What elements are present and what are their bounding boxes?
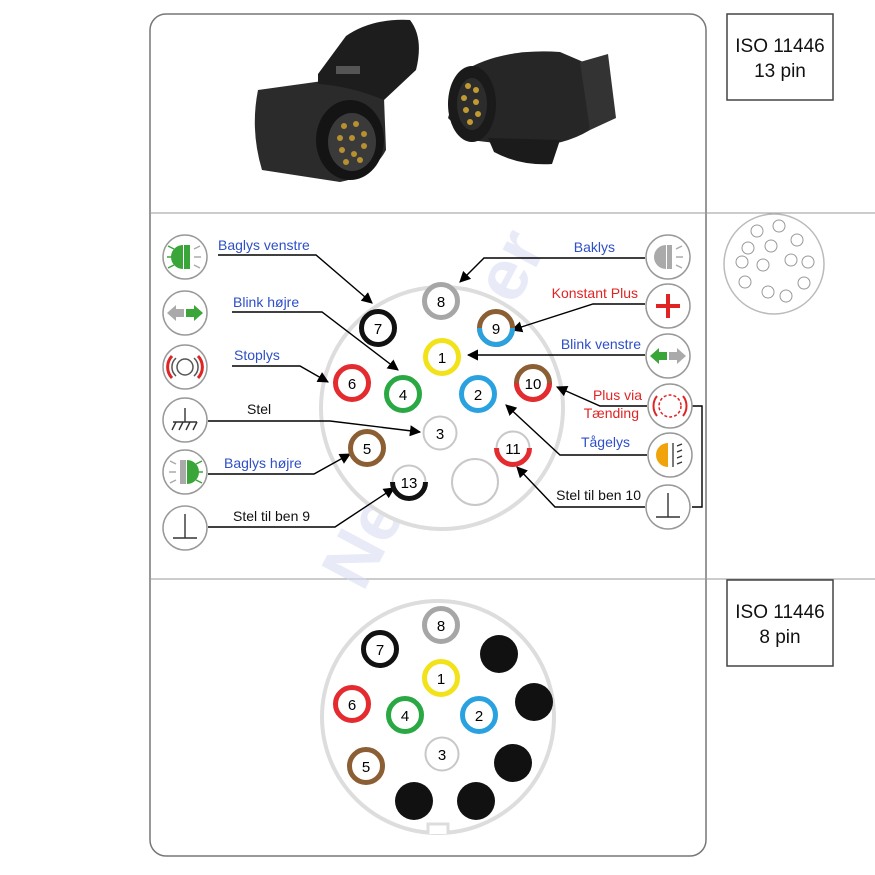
fog-light-icon bbox=[647, 432, 693, 478]
pin8-3-number: 3 bbox=[438, 747, 446, 764]
pin-9: 9 bbox=[477, 309, 515, 347]
label-stel-ben10: Stel til ben 10 bbox=[556, 487, 641, 503]
pin8-7-number: 7 bbox=[376, 642, 384, 659]
pin8-1: 1 bbox=[422, 659, 460, 697]
turn-signal-right-icon bbox=[162, 290, 208, 336]
pin-4-number: 4 bbox=[399, 387, 407, 404]
ignition-icon bbox=[647, 383, 693, 429]
pin-5-number: 5 bbox=[363, 441, 371, 458]
pin-10-number: 10 bbox=[525, 376, 542, 393]
label-stel: Stel bbox=[247, 401, 271, 417]
iso-8pin-line1: ISO 11446 bbox=[735, 602, 824, 623]
pin8-3: 3 bbox=[424, 736, 460, 772]
pin-4: 4 bbox=[384, 375, 422, 413]
pin-3: 3 bbox=[422, 415, 458, 451]
label-stel-ben9: Stel til ben 9 bbox=[233, 508, 310, 524]
brake-light-icon bbox=[162, 344, 208, 390]
pin-5: 5 bbox=[348, 429, 386, 467]
pin-8: 8 bbox=[422, 282, 460, 320]
tail-light-left-icon bbox=[162, 234, 208, 280]
iso-13pin-line1: ISO 11446 bbox=[735, 36, 824, 57]
pin-11-number: 11 bbox=[505, 441, 521, 458]
pin-2-number: 2 bbox=[474, 387, 482, 404]
pin8-7: 7 bbox=[361, 630, 399, 668]
socket-photo bbox=[254, 19, 419, 182]
iso-13pin-line2: 13 pin bbox=[754, 61, 806, 82]
pin-11: 11 bbox=[494, 430, 532, 467]
label-baglys-venstre: Baglys venstre bbox=[218, 237, 310, 253]
label-stoplys: Stoplys bbox=[234, 347, 280, 363]
pin8-4-number: 4 bbox=[401, 708, 409, 725]
pin-13: 13 bbox=[390, 464, 428, 501]
ground-pin9-icon bbox=[162, 505, 208, 551]
pin8-6-number: 6 bbox=[348, 697, 356, 714]
iso-13pin-box: ISO 11446 13 pin bbox=[726, 13, 834, 101]
pin8-4: 4 bbox=[386, 696, 424, 734]
iso-8pin-box: ISO 11446 8 pin bbox=[726, 579, 834, 667]
label-tagelys: Tågelys bbox=[581, 434, 630, 450]
label-baglys-hojre: Baglys højre bbox=[224, 455, 302, 471]
label-konstant-plus: Konstant Plus bbox=[552, 285, 638, 301]
pin8-8-number: 8 bbox=[437, 618, 445, 635]
reverse-light-icon bbox=[645, 234, 691, 280]
pin-7-number: 7 bbox=[374, 321, 382, 338]
pin8-1-number: 1 bbox=[437, 671, 445, 688]
pin-1-number: 1 bbox=[438, 350, 446, 367]
pin-8-number: 8 bbox=[437, 294, 445, 311]
pin8-5-number: 5 bbox=[362, 759, 370, 776]
pin-3-number: 3 bbox=[436, 426, 444, 443]
tail-light-right-icon bbox=[162, 449, 208, 495]
pin-6-number: 6 bbox=[348, 376, 356, 393]
pin8-2: 2 bbox=[460, 696, 498, 734]
plus-icon bbox=[645, 283, 691, 329]
label-plus-via: Plus via bbox=[593, 387, 642, 403]
pin-2: 2 bbox=[459, 375, 497, 413]
pin8-8: 8 bbox=[422, 606, 460, 644]
plug-photo bbox=[448, 51, 616, 165]
pin-10: 10 bbox=[514, 364, 552, 402]
pin-13-number: 13 bbox=[401, 475, 418, 492]
label-baklys: Baklys bbox=[574, 239, 615, 255]
label-taending: Tænding bbox=[584, 405, 639, 421]
pin8-6: 6 bbox=[333, 685, 371, 723]
pin-7: 7 bbox=[359, 309, 397, 347]
connector-lines bbox=[208, 254, 703, 528]
ground-icon bbox=[162, 397, 208, 443]
label-blink-venstre: Blink venstre bbox=[561, 336, 641, 352]
pin-6: 6 bbox=[333, 364, 371, 402]
pin-1: 1 bbox=[423, 338, 461, 376]
pin8-5: 5 bbox=[347, 747, 385, 785]
iso-8pin-line2: 8 pin bbox=[759, 627, 800, 648]
socket-face-thumbnail bbox=[723, 213, 825, 315]
pin-9-number: 9 bbox=[492, 321, 500, 338]
socket-13pin-outline bbox=[319, 285, 565, 531]
blocked-pins bbox=[395, 635, 553, 820]
turn-signal-left-icon bbox=[645, 333, 691, 379]
pin-12-empty bbox=[451, 458, 499, 506]
label-blink-hojre: Blink højre bbox=[233, 294, 299, 310]
pin8-2-number: 2 bbox=[475, 708, 483, 725]
ground-pin10-icon bbox=[645, 484, 691, 530]
